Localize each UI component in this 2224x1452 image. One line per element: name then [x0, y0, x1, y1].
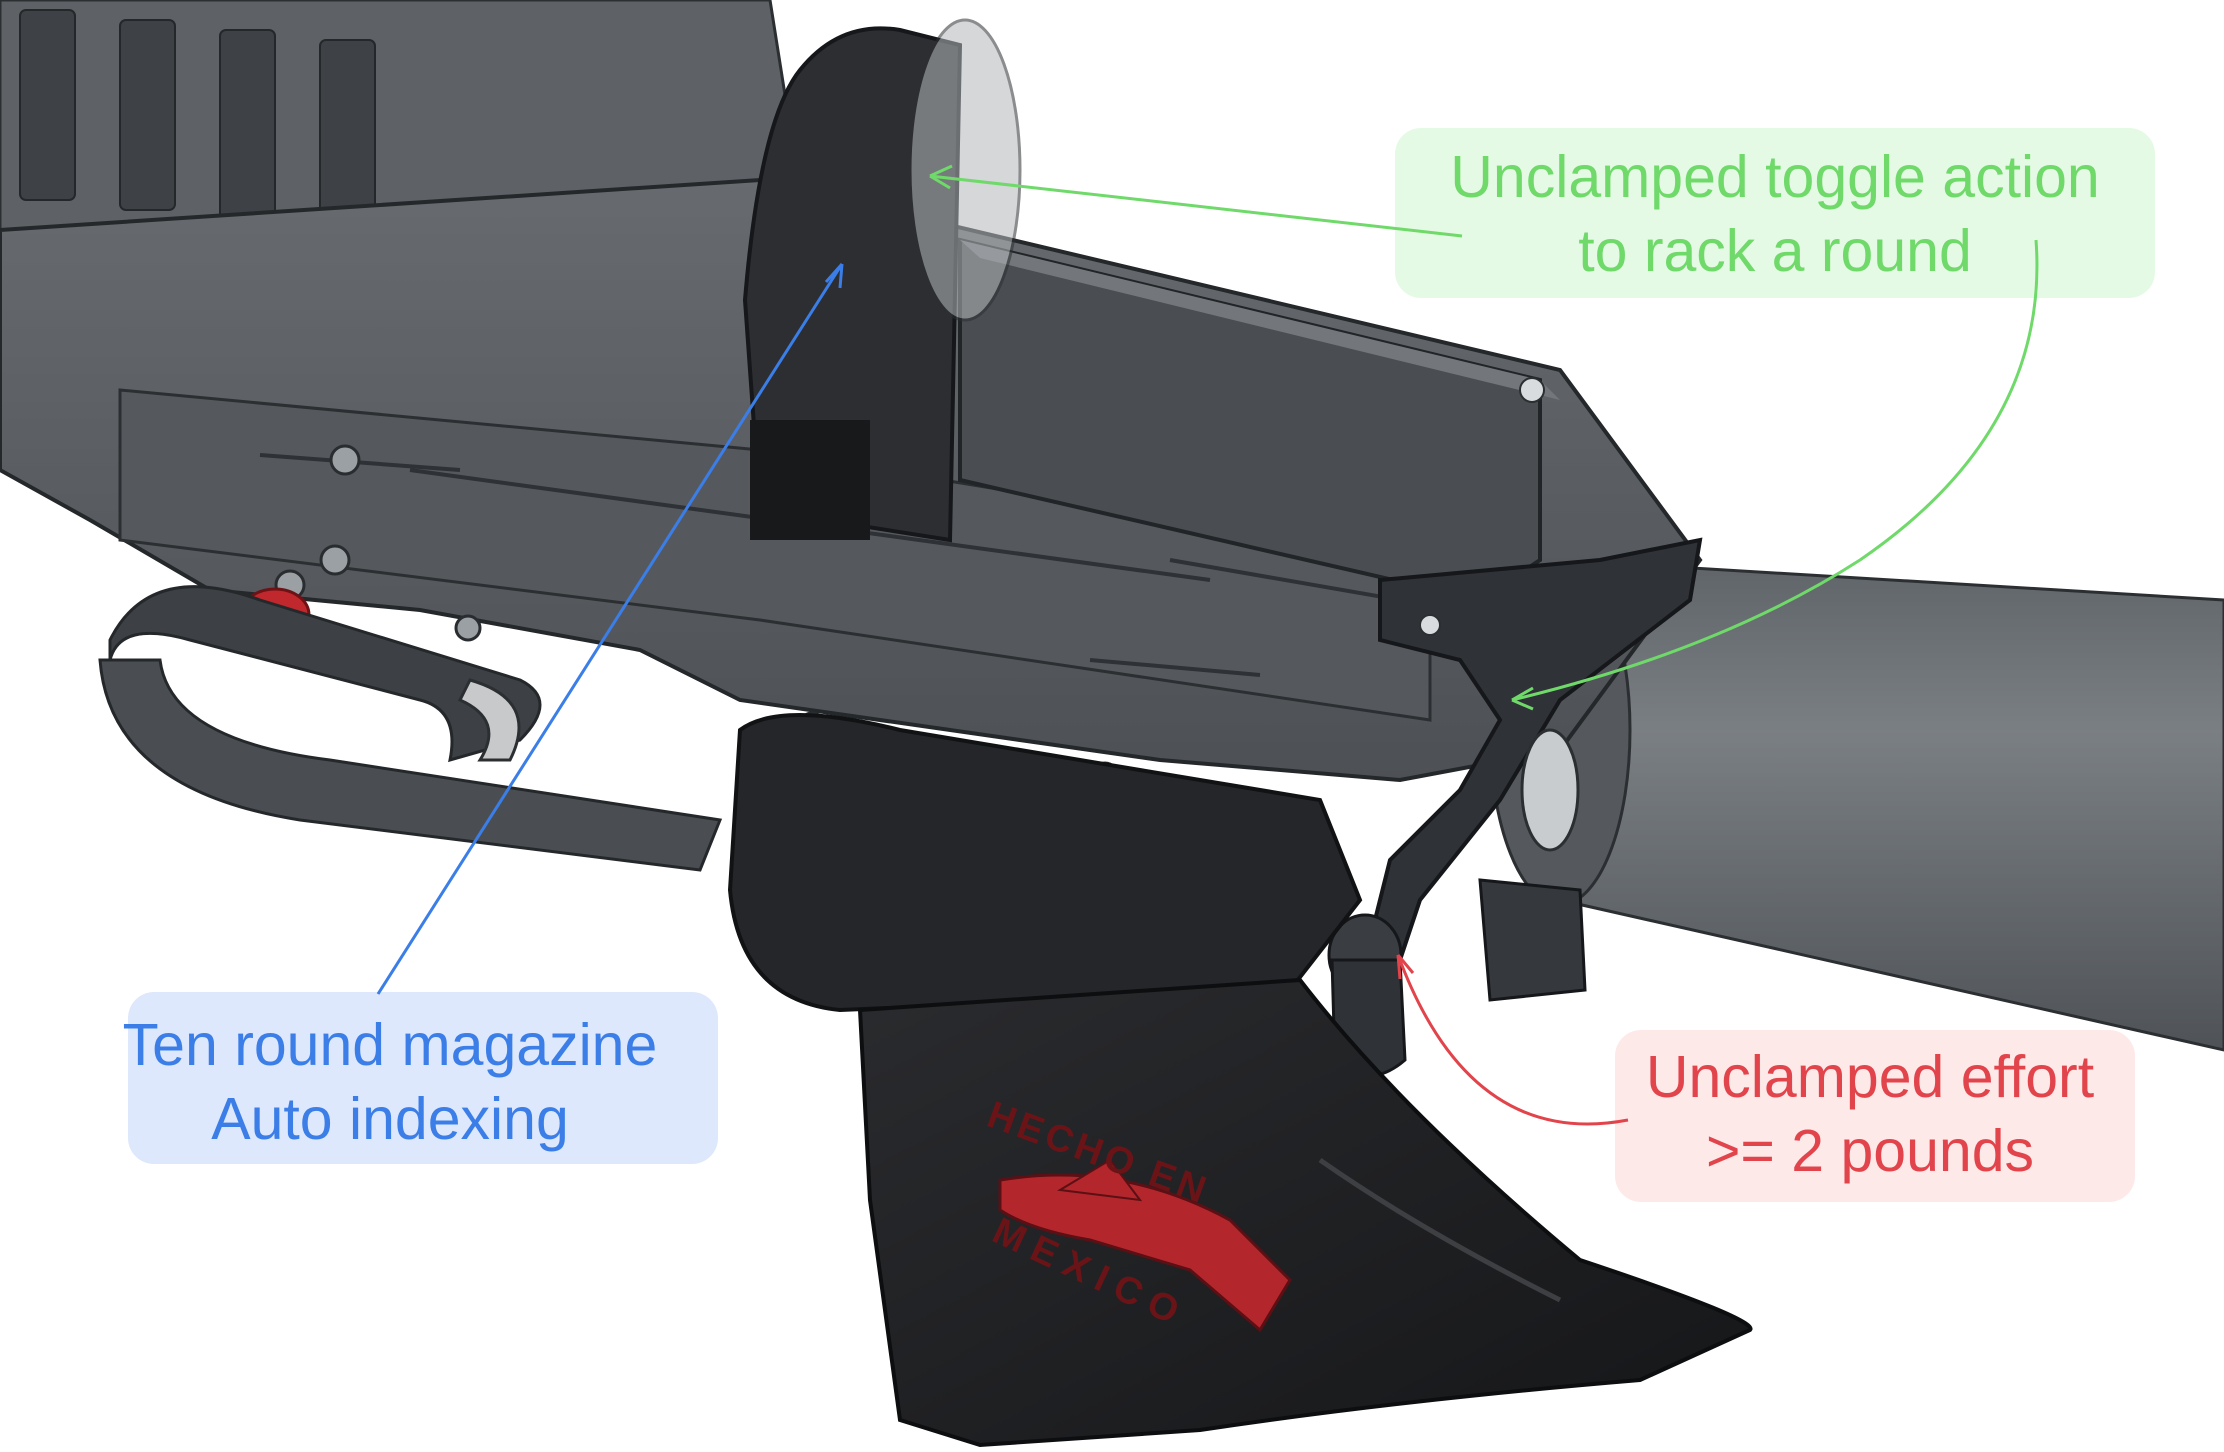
effort-annotation-line-1: Unclamped effort	[1645, 1044, 2095, 1110]
effort-annotation-line-2: >= 2 pounds	[1705, 1118, 2035, 1184]
blue-arrow	[376, 263, 844, 995]
pistol-grip	[727, 713, 1753, 1448]
annotation-arrows	[376, 164, 2039, 1126]
trigger-guard	[98, 585, 723, 872]
upper-rail	[0, 0, 802, 232]
magazine-annotation: Ten round magazine Auto indexing	[70, 1008, 710, 1156]
toggle-action-annotation: Unclamped toggle action to rack a round	[1370, 140, 2180, 288]
effort-annotation: Unclamped effort >= 2 pounds	[1590, 1040, 2150, 1188]
magazine-annotation-line-1: Ten round magazine	[122, 1012, 658, 1078]
green-arrow	[929, 164, 2039, 711]
red-arrow	[1396, 954, 1629, 1126]
blue-highlight	[128, 992, 718, 1164]
charging-lever	[1327, 537, 1703, 1078]
green-highlight	[1395, 128, 2155, 298]
toggle-annotation-line-1: Unclamped toggle action	[1450, 144, 2100, 210]
magazine-annotation-line-2: Auto indexing	[211, 1086, 569, 1152]
red-highlight	[1615, 1030, 2135, 1202]
toggle-annotation-line-2: to rack a round	[1578, 218, 1972, 284]
magazine-drum	[742, 18, 1022, 543]
